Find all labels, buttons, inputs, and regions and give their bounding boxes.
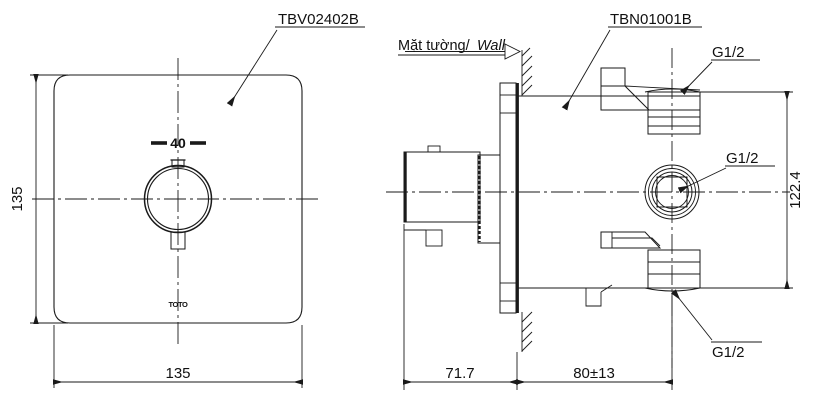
dim-chain-bottom	[403, 224, 673, 390]
dim-label-40: 40	[170, 135, 186, 151]
leader-tbv	[226, 26, 365, 107]
port-bottom-thread	[644, 249, 701, 292]
drain-stub	[585, 284, 613, 307]
dim-label-717: 71.7	[445, 365, 474, 382]
leader-g12-bot	[670, 289, 762, 343]
leader-g12-mid	[677, 165, 775, 194]
dim-135-vertical	[30, 74, 68, 324]
upper-bracket	[600, 67, 701, 111]
wall-hatch-upper	[521, 47, 533, 96]
front-centerlines	[32, 58, 322, 345]
front-plate-outline	[53, 74, 303, 324]
wall-arrow-triangle	[405, 43, 522, 60]
handle-body	[403, 145, 481, 247]
label-tbv02402b: TBV02402B	[278, 11, 359, 28]
label-tbn01001b: TBN01001B	[610, 11, 692, 28]
trim-collar	[477, 154, 501, 244]
port-top-thread	[644, 88, 701, 135]
leader-g12-top	[680, 59, 760, 95]
dim-label-135-horizontal: 135	[165, 365, 190, 382]
label-g12-bot: G1/2	[712, 344, 745, 361]
lower-bracket	[600, 231, 662, 249]
knob-bottom-stub	[170, 231, 186, 250]
toto-brand-mark: TOTO	[169, 300, 189, 309]
leader-tbn	[561, 26, 702, 111]
knob-top-stub	[170, 159, 186, 168]
dim-1224	[700, 91, 793, 289]
dim-135-horizontal	[53, 325, 303, 388]
dim-label-135-vertical: 135	[9, 186, 26, 211]
label-g12-top: G1/2	[712, 44, 745, 61]
label-wall-vn: Mặt tường/	[398, 38, 471, 54]
wall-flange	[499, 82, 519, 314]
dim-label-80pm13: 80±13	[573, 365, 615, 382]
label-wall-en: Wall	[477, 38, 506, 54]
label-g12-mid: G1/2	[726, 150, 759, 167]
wall-hatch-lower	[521, 311, 533, 352]
port-middle-thread	[644, 164, 700, 220]
dim-label-1224: 122.4	[787, 171, 804, 209]
